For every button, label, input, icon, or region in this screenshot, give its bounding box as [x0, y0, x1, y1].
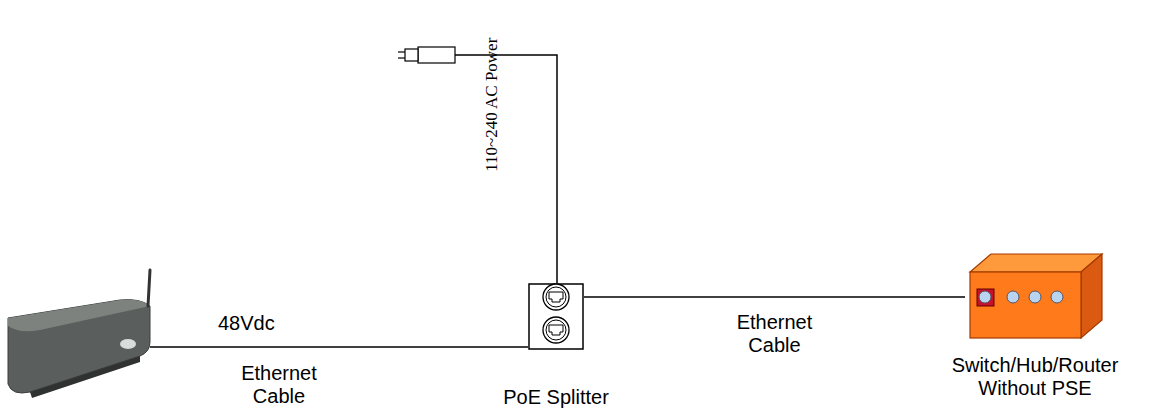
rj45-port: [549, 292, 563, 302]
device-label: Switch/Hub/Router Without PSE: [919, 354, 1151, 400]
power-wire: [455, 55, 557, 283]
switch-side: [1081, 254, 1102, 338]
cable-label: Ethernet Cable: [715, 311, 835, 357]
plug-pin: [398, 51, 405, 52]
device-label: PoE Splitter: [486, 386, 626, 409]
jack-ring: [546, 287, 566, 307]
router-led: [120, 339, 136, 349]
router-antenna: [148, 270, 150, 306]
rj45-port: [549, 325, 563, 335]
router-top: [8, 300, 150, 332]
ethernet-cable: [584, 297, 965, 298]
switch-front: [970, 272, 1081, 338]
power-label: 110~240 AC Power: [482, 38, 502, 172]
switch-port: [1007, 291, 1019, 303]
poe-splitter: PoE Splitter: [528, 283, 584, 350]
switch-port: [979, 291, 991, 303]
plug-pin: [398, 57, 405, 58]
jack-ring: [543, 317, 569, 343]
ethernet-cable: [150, 346, 528, 348]
splitter-outline: [528, 283, 584, 350]
splitter-box: [529, 284, 583, 349]
cable-label: 48Vdc: [218, 312, 275, 335]
power-adapter: [418, 47, 455, 63]
switch-top: [970, 254, 1102, 272]
port-highlight: [977, 289, 994, 306]
adapter-plug: [405, 49, 418, 61]
jack-ring: [543, 284, 569, 310]
switch-port: [1051, 291, 1063, 303]
switch-outline: [965, 250, 1105, 342]
router-edge: [30, 356, 140, 398]
switch-port: [1029, 291, 1041, 303]
network-switch: Switch/Hub/Router Without PSE: [965, 250, 1105, 342]
jack-ring: [546, 320, 566, 340]
connector-line: [584, 296, 965, 298]
cable-label: Ethernet Cable: [224, 362, 334, 408]
